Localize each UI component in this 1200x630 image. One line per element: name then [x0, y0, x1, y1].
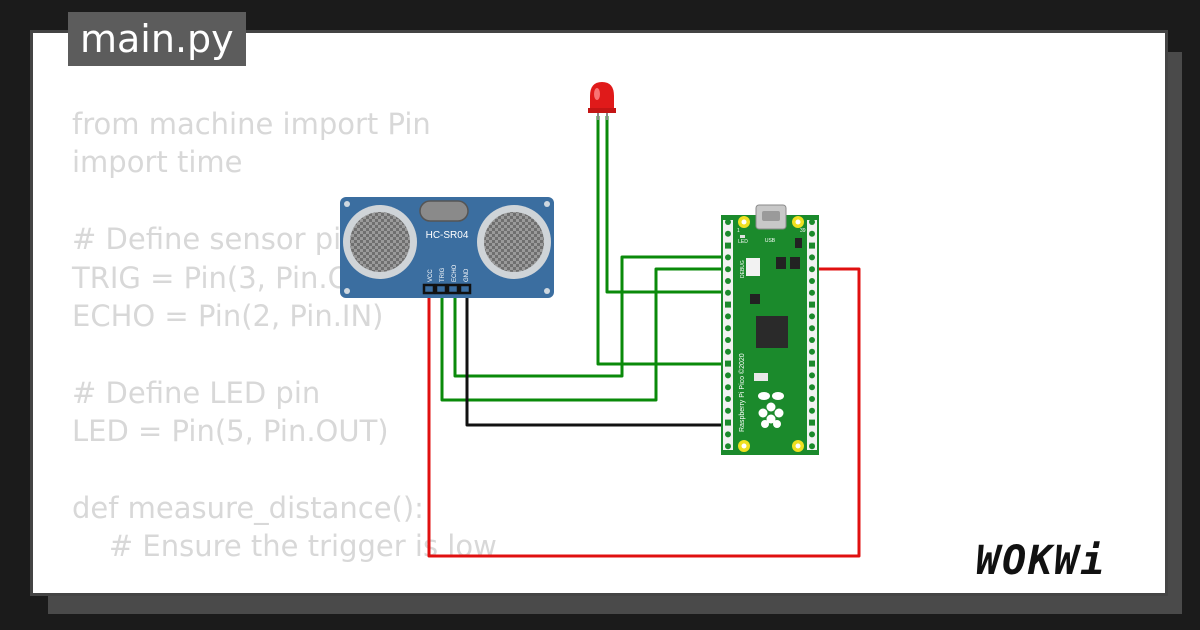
- wires: [427, 116, 861, 558]
- pin39-label: 39: [800, 228, 806, 234]
- pico-pin-hole: [725, 266, 731, 273]
- pico-pin-hole: [725, 254, 731, 261]
- pico-right-pin-row: [807, 220, 817, 450]
- pico-pin-hole: [725, 384, 731, 391]
- onboard-led-icon: [740, 235, 745, 238]
- pin1-label: 1: [737, 228, 740, 234]
- wire-led-anode-green[interactable]: [596, 116, 728, 366]
- wokwi-logo: WOKWi: [976, 538, 1107, 584]
- wire-led-cathode-green[interactable]: [605, 116, 728, 294]
- pico-pin-hole: [725, 348, 731, 355]
- mounting-holes: [738, 216, 804, 452]
- pico-pin-hole: [809, 219, 815, 225]
- pin-label-vcc: VCC: [428, 269, 434, 282]
- pico-pin-hole: [809, 325, 815, 332]
- pico-pin-hole: [809, 360, 815, 367]
- pico-pin-hole: [809, 384, 815, 391]
- pico-pin-hole: [809, 337, 815, 343]
- pico-pin-hole: [725, 242, 731, 249]
- code-line: def measure_distance():: [72, 490, 424, 525]
- pico-pin-hole: [809, 266, 815, 273]
- pico-pin-hole: [725, 278, 731, 284]
- rp2040-chip-icon: [756, 316, 788, 348]
- pico-pin-hole: [725, 325, 731, 332]
- pico-pin-hole: [725, 219, 731, 225]
- code-line: # Define sensor pi: [72, 222, 342, 257]
- pico-pin-hole: [725, 443, 731, 450]
- pico-pin-holes: [725, 219, 815, 450]
- pin-label-trig: TRIG: [440, 267, 446, 282]
- pico-pin-hole: [809, 230, 815, 237]
- wire-gnd-black[interactable]: [465, 292, 728, 427]
- pico-pin-hole: [809, 289, 815, 296]
- code-line: TRIG = Pin(3, Pin.O: [72, 260, 351, 295]
- pico-pin-hole: [725, 372, 731, 379]
- hc-sr04-sensor[interactable]: HC-SR04 VCC TRIG ECHO GND: [340, 197, 554, 298]
- pico-pin-hole: [725, 431, 731, 438]
- wire-trig-green[interactable]: [440, 267, 728, 402]
- bootsel-button-icon: [746, 258, 760, 276]
- pin-label-echo: ECHO: [452, 264, 458, 282]
- code-line: ECHO = Pin(2, Pin.IN): [72, 298, 384, 333]
- file-tab[interactable]: main.py: [68, 12, 246, 66]
- code-line: LED = Pin(5, Pin.OUT): [72, 414, 389, 449]
- pico-pin-hole: [809, 254, 815, 261]
- pico-pin-hole: [809, 242, 815, 249]
- code-line: from machine import Pin: [72, 107, 431, 141]
- pico-pin-hole: [725, 407, 731, 414]
- pico-pin-hole: [809, 348, 815, 355]
- pico-pin-hole: [725, 360, 731, 367]
- pico-pin-hole: [809, 443, 815, 450]
- usb-label: USB: [765, 238, 776, 244]
- pico-pin-hole: [725, 396, 731, 402]
- raspberry-logo-icon: [758, 392, 784, 428]
- right-transducer: [477, 205, 551, 279]
- sensor-model-label: HC-SR04: [426, 230, 469, 241]
- red-led[interactable]: [588, 82, 616, 120]
- wire-vcc-red[interactable]: [427, 267, 861, 558]
- pico-pin-hole: [725, 337, 731, 343]
- pico-pin-hole: [725, 230, 731, 237]
- wire-echo-green[interactable]: [453, 255, 728, 378]
- pico-pin-hole: [809, 278, 815, 284]
- pico-pin-hole: [809, 313, 815, 320]
- code-line: # Ensure the trigger is low: [72, 529, 497, 564]
- code-preview: from machine import Pin import time # Defi…: [72, 105, 497, 566]
- led-label: LED: [738, 239, 748, 245]
- board-label: Raspberry Pi Pico ©2020: [738, 353, 746, 432]
- pico-pin-hole: [809, 396, 815, 402]
- pico-pin-hole: [725, 313, 731, 320]
- pico-pin-hole: [809, 407, 815, 414]
- pico-pin-hole: [809, 372, 815, 379]
- pico-pin-hole: [725, 301, 731, 308]
- pico-pin-hole: [725, 419, 731, 426]
- pico-pin-hole: [725, 289, 731, 296]
- raspberry-pi-pico[interactable]: USB LED 1 39 DEBUG Raspberry Pi Pico ©20…: [721, 204, 819, 455]
- pico-left-pin-row: [723, 220, 733, 450]
- debug-label: DEBUG: [740, 260, 746, 278]
- pico-pin-hole: [809, 419, 815, 426]
- pico-pin-hole: [809, 301, 815, 308]
- left-transducer: [343, 205, 417, 279]
- pico-pin-hole: [809, 431, 815, 438]
- sensor-pin-header: [422, 283, 472, 295]
- code-line: import time: [72, 145, 243, 180]
- pin-label-gnd: GND: [464, 268, 470, 282]
- code-line: # Define LED pin: [72, 375, 321, 410]
